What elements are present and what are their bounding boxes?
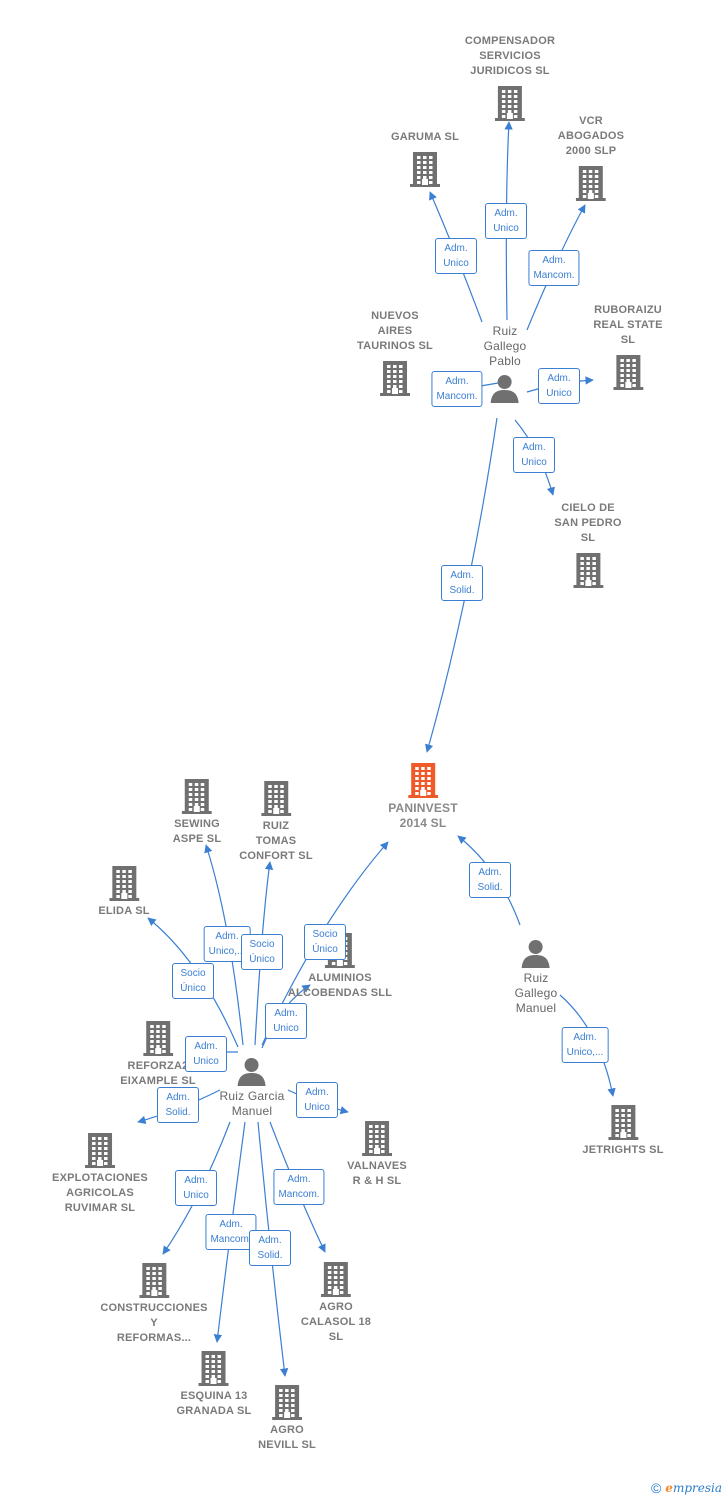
node-compensador[interactable]: COMPENSADOR SERVICIOS JURIDICOS SL — [465, 34, 555, 121]
node-agronevill[interactable]: AGRO NEVILL SL — [258, 1384, 316, 1453]
role-badge-r-pan-pablo[interactable]: Adm. Solid. — [441, 565, 483, 601]
building-icon — [575, 165, 606, 201]
node-label: GARUMA SL — [391, 131, 459, 143]
building-icon — [410, 151, 440, 187]
node-label: Ruiz Garcia Manuel — [219, 1089, 285, 1118]
node-pablo[interactable]: Ruiz Gallego Pablo — [484, 324, 527, 403]
building-icon — [84, 1132, 115, 1168]
building-icon — [572, 552, 603, 588]
role-badge-r-elida[interactable]: Socio Único — [172, 963, 214, 999]
node-gmanuel[interactable]: Ruiz Gallego Manuel — [515, 938, 558, 1016]
building-icon — [182, 778, 212, 814]
role-badge-r-construc[interactable]: Adm. Unico — [175, 1170, 217, 1206]
node-label: ALUMINIOS ALCOBENDAS SLL — [287, 972, 393, 999]
node-ruboraizu[interactable]: RUBORAIZU REAL STATE SL — [593, 303, 662, 390]
node-label: NUEVOS AIRES TAURINOS SL — [357, 310, 433, 352]
node-label: ESQUINA 13 GRANADA SL — [176, 1390, 252, 1417]
node-label: COMPENSADOR SERVICIOS JURIDICOS SL — [464, 35, 556, 77]
node-garuma[interactable]: GARUMA SL — [391, 130, 459, 187]
node-label: Ruiz Gallego Pablo — [483, 324, 527, 368]
role-badge-r-rubor[interactable]: Adm. Unico — [538, 368, 580, 404]
node-vcr[interactable]: VCR ABOGADOS 2000 SLP — [558, 114, 624, 201]
building-icon — [362, 1120, 392, 1156]
brand-logo[interactable]: empresia — [665, 1481, 722, 1495]
node-label: VCR ABOGADOS 2000 SLP — [557, 115, 625, 157]
node-label: EXPLOTACIONES AGRICOLAS RUVIMAR SL — [52, 1172, 148, 1214]
role-badge-r-pan-gm[interactable]: Adm. Solid. — [469, 862, 511, 898]
node-label: VALNAVES R & H SL — [347, 1160, 407, 1187]
building-icon — [142, 1020, 173, 1056]
building-icon — [320, 1261, 351, 1297]
role-badge-r-pan-rgm[interactable]: Socio Único — [304, 924, 346, 960]
node-rgmanuel[interactable]: Ruiz Garcia Manuel — [220, 1056, 285, 1119]
role-badge-r-agronev[interactable]: Adm. Solid. — [249, 1230, 291, 1266]
role-badge-r-comp[interactable]: Adm. Unico — [485, 203, 527, 239]
building-icon — [271, 1384, 302, 1420]
node-label: RUIZ TOMAS CONFORT SL — [239, 820, 313, 862]
copyright-icon: © — [650, 1480, 662, 1496]
role-badge-r-reforza[interactable]: Adm. Unico — [185, 1036, 227, 1072]
role-badge-r-ruiztomas[interactable]: Socio Único — [241, 934, 283, 970]
role-badge-r-alum[interactable]: Adm. Unico — [265, 1003, 307, 1039]
node-cielo[interactable]: CIELO DE SAN PEDRO SL — [554, 501, 621, 588]
building-icon — [379, 360, 410, 396]
node-label: Ruiz Gallego Manuel — [514, 971, 558, 1015]
node-sewing[interactable]: SEWING ASPE SL — [173, 778, 221, 847]
node-label: CIELO DE SAN PEDRO SL — [554, 502, 622, 544]
node-label: CONSTRUCCIONES Y REFORMAS... — [100, 1302, 208, 1344]
role-badge-r-nuevos[interactable]: Adm. Mancom. — [431, 371, 483, 407]
node-agrocalasol[interactable]: AGRO CALASOL 18 SL — [301, 1261, 371, 1345]
node-label: JETRIGHTS SL — [582, 1144, 664, 1156]
node-label: ELIDA SL — [98, 905, 150, 917]
role-badge-r-garuma[interactable]: Adm. Unico — [435, 238, 477, 274]
node-paninvest[interactable]: PANINVEST 2014 SL — [388, 762, 458, 831]
node-label: REFORZA2 EIXAMPLE SL — [120, 1060, 196, 1087]
node-label: RUBORAIZU REAL STATE SL — [593, 304, 663, 346]
building-icon — [612, 354, 643, 390]
role-badge-r-vcr[interactable]: Adm. Mancom. — [528, 250, 580, 286]
node-valnaves[interactable]: VALNAVES R & H SL — [347, 1120, 407, 1189]
building-icon — [199, 1350, 229, 1386]
building-icon — [408, 762, 438, 798]
node-esquina[interactable]: ESQUINA 13 GRANADA SL — [177, 1350, 252, 1419]
person-icon — [521, 938, 551, 968]
node-label: AGRO CALASOL 18 SL — [300, 1301, 372, 1343]
footer-credit: © empresia — [651, 1480, 722, 1496]
person-icon — [237, 1056, 267, 1086]
node-reforza[interactable]: REFORZA2 EIXAMPLE SL — [120, 1020, 196, 1089]
role-badge-r-valnaves[interactable]: Adm. Unico — [296, 1082, 338, 1118]
building-icon — [261, 780, 291, 816]
role-badge-r-agrocal[interactable]: Adm. Mancom. — [273, 1169, 325, 1205]
role-badge-r-cielo[interactable]: Adm. Unico — [513, 437, 555, 473]
role-badge-r-esquina[interactable]: Adm. Mancom. — [205, 1214, 257, 1250]
node-explot[interactable]: EXPLOTACIONES AGRICOLAS RUVIMAR SL — [52, 1132, 148, 1216]
role-badge-r-explot[interactable]: Adm. Solid. — [157, 1087, 199, 1123]
node-jetrights[interactable]: JETRIGHTS SL — [582, 1104, 663, 1158]
node-elida[interactable]: ELIDA SL — [98, 865, 149, 919]
role-badge-r-jet[interactable]: Adm. Unico,... — [561, 1027, 609, 1063]
node-label: SEWING ASPE SL — [172, 818, 222, 845]
building-icon — [608, 1104, 638, 1140]
node-nuevos[interactable]: NUEVOS AIRES TAURINOS SL — [357, 309, 433, 396]
building-icon — [139, 1262, 169, 1298]
building-icon — [109, 865, 139, 901]
node-construc[interactable]: CONSTRUCCIONES Y REFORMAS... — [100, 1262, 207, 1346]
building-icon — [495, 85, 525, 121]
node-label: PANINVEST 2014 SL — [388, 801, 458, 830]
node-ruiztomas[interactable]: RUIZ TOMAS CONFORT SL — [239, 780, 313, 864]
node-label: AGRO NEVILL SL — [258, 1424, 316, 1451]
person-icon — [490, 373, 520, 403]
